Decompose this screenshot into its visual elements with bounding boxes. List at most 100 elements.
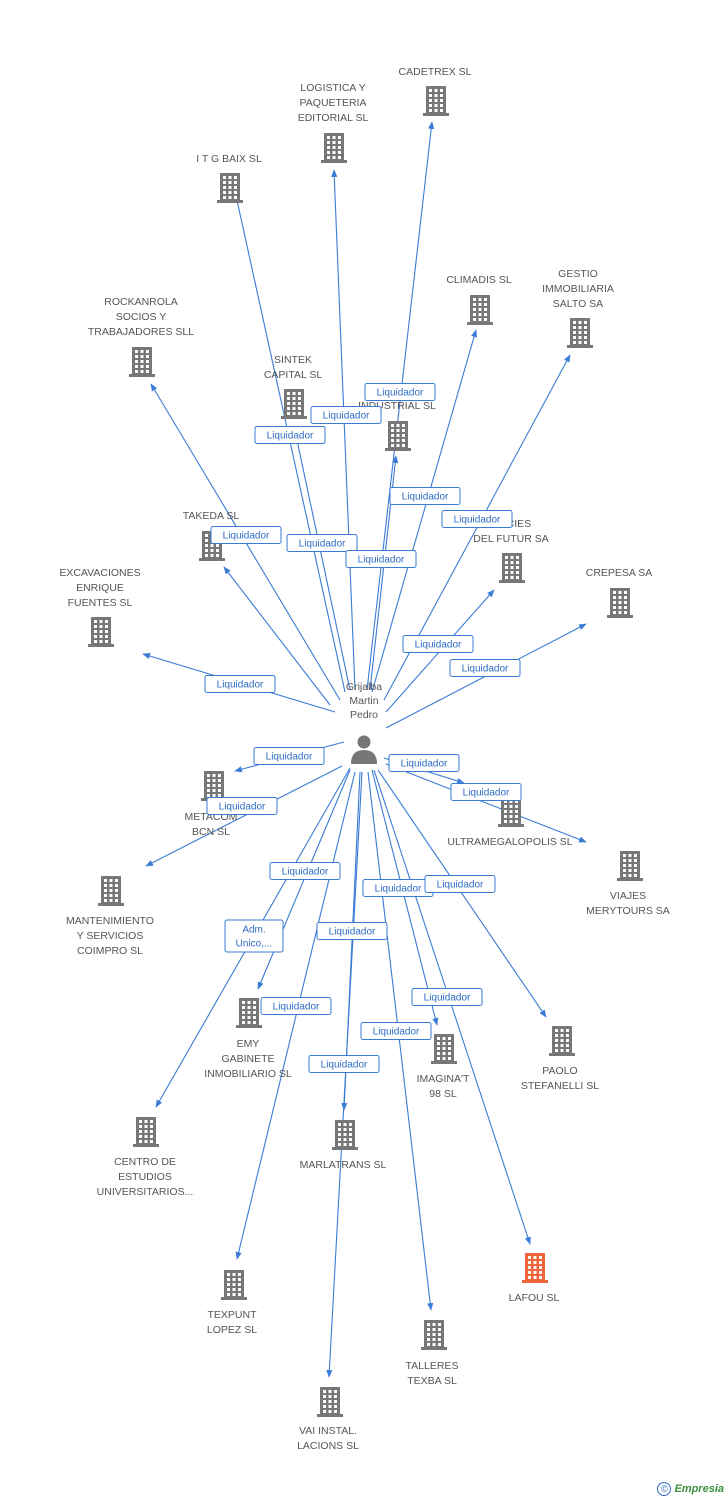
node-marlatrans[interactable]: MARLATRANS SL bbox=[300, 1120, 387, 1171]
building-icon[interactable] bbox=[236, 998, 262, 1028]
node-vai[interactable]: VAI INSTAL.LACIONS SL bbox=[297, 1387, 359, 1452]
node-viajes[interactable]: VIAJES MERYTOURS SA bbox=[586, 851, 670, 917]
edge-talleres bbox=[367, 771, 434, 1311]
building-icon[interactable] bbox=[423, 86, 449, 116]
node-imaginat[interactable]: IMAGINA'T98 SL bbox=[417, 1034, 470, 1100]
building-icon[interactable] bbox=[88, 617, 114, 647]
edge-label-juicies[interactable]: Liquidador bbox=[402, 635, 474, 653]
edge-texpunt bbox=[235, 771, 356, 1260]
edge-label-text: Liquidador bbox=[321, 1060, 368, 1071]
building-icon[interactable] bbox=[317, 1387, 343, 1417]
node-label: TAKEDA SL bbox=[183, 510, 240, 522]
edge-label-industrial[interactable]: Liquidador bbox=[345, 550, 417, 568]
node-label: MANTENIMIENTO bbox=[66, 915, 154, 927]
edge-label-centro[interactable]: Liquidador bbox=[269, 862, 341, 880]
edge-viajes bbox=[385, 763, 587, 843]
node-itgbaix[interactable]: I T G BAIX SL bbox=[196, 153, 262, 203]
node-lafou[interactable]: LAFOU SL bbox=[509, 1253, 560, 1304]
node-takeda[interactable]: TAKEDA SL bbox=[183, 510, 240, 561]
edge-label-climadis[interactable]: Liquidador bbox=[389, 487, 461, 505]
edge-label-viajes[interactable]: Liquidador bbox=[450, 783, 522, 801]
building-icon[interactable] bbox=[385, 421, 411, 451]
building-icon[interactable] bbox=[129, 347, 155, 377]
edge-mantenimiento bbox=[145, 765, 343, 867]
building-icon[interactable] bbox=[467, 295, 493, 325]
building-icon[interactable] bbox=[549, 1026, 575, 1056]
edge-label-logistica[interactable]: Liquidador bbox=[310, 406, 382, 424]
node-label: ROCKANROLA bbox=[104, 296, 178, 308]
building-icon[interactable] bbox=[617, 851, 643, 881]
edge-label-mantenimiento[interactable]: Liquidador bbox=[206, 797, 278, 815]
node-label: VIAJES bbox=[610, 890, 646, 902]
edge-label-takeda[interactable]: Liquidador bbox=[210, 526, 282, 544]
building-icon[interactable] bbox=[499, 553, 525, 583]
edge-label-text: Liquidador bbox=[217, 680, 264, 691]
edge-label-ultramegalopolis[interactable]: Liquidador bbox=[388, 754, 460, 772]
building-icon[interactable] bbox=[321, 133, 347, 163]
watermark: ©Empresia bbox=[657, 1482, 724, 1496]
edge-label-marlatrans[interactable]: Liquidador bbox=[316, 922, 388, 940]
edge-label-paolo[interactable]: Liquidador bbox=[424, 875, 496, 893]
edge-label-lafou[interactable]: Liquidador bbox=[411, 988, 483, 1006]
edge-label-text: Liquidador bbox=[273, 1002, 320, 1013]
building-icon[interactable] bbox=[522, 1253, 548, 1283]
edge-label-rockanrola[interactable]: Liquidador bbox=[286, 534, 358, 552]
building-icon[interactable] bbox=[201, 771, 227, 801]
building-icon[interactable] bbox=[332, 1120, 358, 1150]
building-icon[interactable] bbox=[221, 1270, 247, 1300]
edge-label-gestio[interactable]: Liquidador bbox=[441, 510, 513, 528]
node-label: TEXBA SL bbox=[407, 1375, 457, 1387]
node-label: CLIMADIS SL bbox=[446, 274, 512, 286]
person-icon[interactable] bbox=[351, 735, 377, 765]
building-icon[interactable] bbox=[281, 389, 307, 419]
edge-label-sintek[interactable]: Liquidador bbox=[254, 426, 326, 444]
building-icon[interactable] bbox=[567, 318, 593, 348]
edge-label-emy[interactable]: Adm.Unico,... bbox=[224, 919, 284, 953]
building-icon[interactable] bbox=[498, 797, 524, 827]
edge-label-text: Adm. bbox=[242, 925, 265, 936]
edge-label-vai[interactable]: Liquidador bbox=[308, 1055, 380, 1073]
node-label: GABINETE bbox=[221, 1053, 274, 1065]
edge-paolo bbox=[377, 769, 547, 1018]
node-label: IMAGINA'T bbox=[417, 1073, 470, 1085]
edge-label-metacom[interactable]: Liquidador bbox=[253, 747, 325, 765]
node-label: CAPITAL SL bbox=[264, 369, 323, 381]
edge-label-text: Liquidador bbox=[415, 640, 462, 651]
node-label: EMY bbox=[237, 1038, 260, 1050]
edge-label-crepesa[interactable]: Liquidador bbox=[449, 659, 521, 677]
building-icon[interactable] bbox=[133, 1117, 159, 1147]
edge-label-text: Liquidador bbox=[373, 1027, 420, 1038]
node-ultramegalopolis[interactable]: ULTRAMEGALOPOLIS SL bbox=[447, 797, 573, 848]
node-label: BCN SL bbox=[192, 826, 230, 838]
node-label: MERYTOURS SA bbox=[586, 905, 670, 917]
node-climadis[interactable]: CLIMADIS SL bbox=[446, 274, 512, 325]
building-icon[interactable] bbox=[431, 1034, 457, 1064]
node-label: COIMPRO SL bbox=[77, 945, 143, 957]
node-cadetrex[interactable]: CADETREX SL bbox=[399, 66, 472, 116]
edge-label-text: Liquidador bbox=[402, 492, 449, 503]
node-crepesa[interactable]: CREPESA SA bbox=[586, 567, 653, 618]
edge-label-excavaciones[interactable]: Liquidador bbox=[204, 675, 276, 693]
edge-sintek bbox=[292, 425, 351, 691]
edge-label-cadetrex[interactable]: Liquidador bbox=[364, 383, 436, 401]
building-icon[interactable] bbox=[421, 1320, 447, 1350]
edge-label-imaginat[interactable]: Liquidador bbox=[362, 879, 434, 897]
building-icon[interactable] bbox=[217, 173, 243, 203]
edge-label-texpunt[interactable]: Liquidador bbox=[260, 997, 332, 1015]
building-icon[interactable] bbox=[607, 588, 633, 618]
node-centro[interactable]: CENTRO DEESTUDIOSUNIVERSITARIOS... bbox=[97, 1117, 194, 1198]
edge-label-talleres[interactable]: Liquidador bbox=[360, 1022, 432, 1040]
building-icon[interactable] bbox=[98, 876, 124, 906]
edge-label-text: Liquidador bbox=[463, 788, 510, 799]
